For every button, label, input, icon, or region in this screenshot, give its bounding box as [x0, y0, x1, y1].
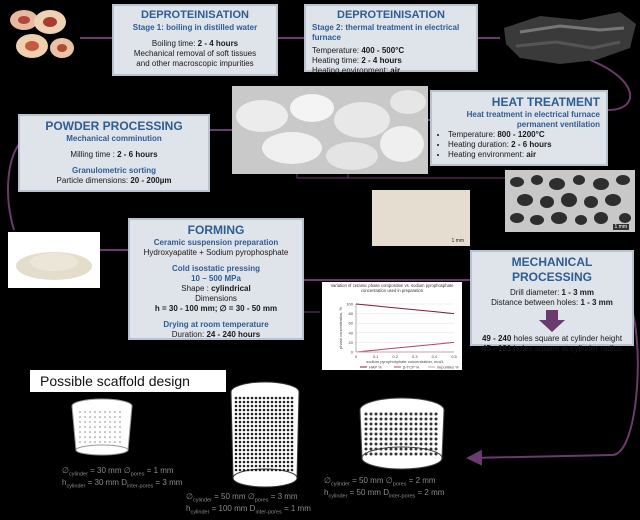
powder-subtitle: Mechanical comminution [66, 134, 162, 143]
micrograph-porous-photo: 1 mm [505, 170, 635, 232]
scaffold-design-1-label: ∅cylinder = 30 mm ∅pores = 1 mm hcylinde… [62, 466, 183, 490]
chart-xtick-label: 0.5 [451, 354, 457, 359]
mech-title: MECHANICAL PROCESSING [511, 255, 593, 284]
deprot1-boiling: Boiling time: 2 - 4 hours [151, 38, 239, 48]
mech-result1: 49 - 240 holes square at cylinder height [481, 334, 623, 343]
chart-xtick-label: 0.2 [392, 354, 398, 359]
forming-dims-value: h = 30 - 100 mm; ∅ = 30 - 50 mm [154, 304, 278, 313]
white-bone-fragments-photo [232, 86, 428, 174]
heat-title: HEAT TREATMENT [491, 95, 600, 109]
deprot2-title: DEPROTEINISATION [337, 9, 445, 21]
mech-result2: 45 - 181 holes square at cylinder radius [481, 344, 623, 353]
chart-ytick-label: 100 [346, 302, 353, 307]
forming-duration: Duration: 24 - 240 hours [171, 330, 261, 339]
mechanical-processing-box: MECHANICAL PROCESSING Drill diameter: 1 … [470, 250, 634, 353]
deprot2-subtitle: Stage 2: thermal treatment in electrical… [312, 22, 460, 42]
scaffold-design-2-label: ∅cylinder = 50 mm ∅pores = 3 mm hcylinde… [186, 492, 311, 516]
scaffold-title: Possible scaffold design [30, 370, 226, 392]
deprot1-desc1: Mechanical removal of soft tissues [133, 48, 257, 58]
down-arrow-icon [539, 310, 565, 332]
chart-ytick-label: 40 [349, 330, 354, 335]
chart-title: Variation of ceramic phase composition v… [330, 283, 454, 293]
forming-press-title: Cold isostatic pressing [171, 264, 261, 273]
chart-legend-label: HAP % [369, 365, 382, 370]
chart-plot: 0 20 40 60 80 100 0 0.1 0.2 0.3 0.4 0.5 sodium pyrop… [338, 302, 459, 370]
deproteinisation-stage1-box: DEPROTEINISATION Stage 1: boiling in dis… [112, 4, 278, 76]
forming-prep-text: Hydroxyapatite + Sodium pyrophosphate [143, 248, 289, 257]
phase-composition-chart: Variation of ceramic phase composition v… [322, 282, 462, 370]
chart-series-line [355, 303, 455, 315]
chart-xtick-label: 0.1 [373, 354, 379, 359]
chart-x-axis-label: sodium pyrophosphate concentration, mol/… [366, 359, 444, 364]
deprot2-env: Heating environment: air [312, 65, 401, 75]
deprot1-title: DEPROTEINISATION [141, 9, 249, 21]
deprot2-temp: Temperature: 400 - 500°C [312, 45, 405, 55]
scale-bar-label-1: 1 mm [451, 238, 465, 244]
chart-y-axis-label: phase concentration, % [338, 307, 343, 349]
heat-temp: Temperature: 800 - 1200°C [448, 130, 600, 140]
forming-shape: Shape : cylindrical [181, 284, 251, 293]
forming-prep-title: Ceramic suspension preparation [153, 238, 279, 247]
charred-bone-photo [500, 8, 638, 70]
forming-dry-title: Drying at room temperature [163, 320, 269, 329]
deprot1-subtitle: Stage 1: boiling in distilled water [132, 22, 258, 32]
forming-press-range: 10 – 500 MPa [191, 274, 241, 283]
chart-xtick-label: 0.4 [432, 354, 438, 359]
powder-photo [8, 232, 100, 288]
powder-sort-title: Granulometric sorting [71, 166, 156, 175]
deproteinisation-stage2-box: DEPROTEINISATION Stage 2: thermal treatm… [304, 4, 478, 75]
chart-ytick-label: 0 [351, 350, 354, 355]
powder-title: POWDER PROCESSING [45, 119, 183, 133]
chart-ytick-label: 20 [349, 340, 354, 345]
deprot1-desc2: and other macroscopic impurities [136, 58, 254, 68]
deprot2-heat: Heating time: 2 - 4 hours [312, 55, 402, 65]
chart-ytick-label: 80 [349, 311, 354, 316]
scaffold-design-3-label: ∅cylinder = 50 mm ∅pores = 2 mm hcylinde… [324, 476, 445, 500]
chart-legend-label: β-TCP % [403, 365, 420, 370]
flow-line-4 [589, 59, 632, 111]
mech-distance: Distance between holes: 1 - 3 mm [491, 298, 613, 307]
chart-ytick-label: 60 [349, 321, 354, 326]
heat-env: Heating environment: air [448, 150, 600, 160]
forming-box: FORMING Ceramic suspension preparation H… [128, 218, 304, 340]
forming-dims-label: Dimensions [195, 294, 237, 303]
heat-duration: Heating duration: 2 - 6 hours [448, 140, 600, 150]
chart-xtick-label: 0 [355, 354, 358, 359]
powder-processing-box: POWDER PROCESSING Mechanical comminution… [18, 114, 210, 192]
heat-subtitle: Heat treatment in electrical furnace per… [466, 110, 600, 129]
chart-legend-label: impurities % [437, 365, 459, 370]
chart-series-line [355, 341, 455, 353]
forming-title: FORMING [187, 223, 245, 237]
scale-bar-label-2: 1 mm [612, 224, 629, 230]
micrograph-dense-photo: 1 mm [372, 190, 470, 246]
heat-treatment-box: HEAT TREATMENT Heat treatment in electri… [430, 90, 608, 166]
chart-xtick-label: 0.3 [412, 354, 418, 359]
powder-milling: Milling time : 2 - 6 hours [70, 150, 158, 159]
powder-particles: Particle dimensions: 20 - 200µm [56, 176, 172, 185]
bone-slices-photo [4, 2, 78, 64]
flow-line-7 [7, 139, 23, 231]
mech-drill: Drill diameter: 1 - 3 mm [509, 288, 595, 297]
